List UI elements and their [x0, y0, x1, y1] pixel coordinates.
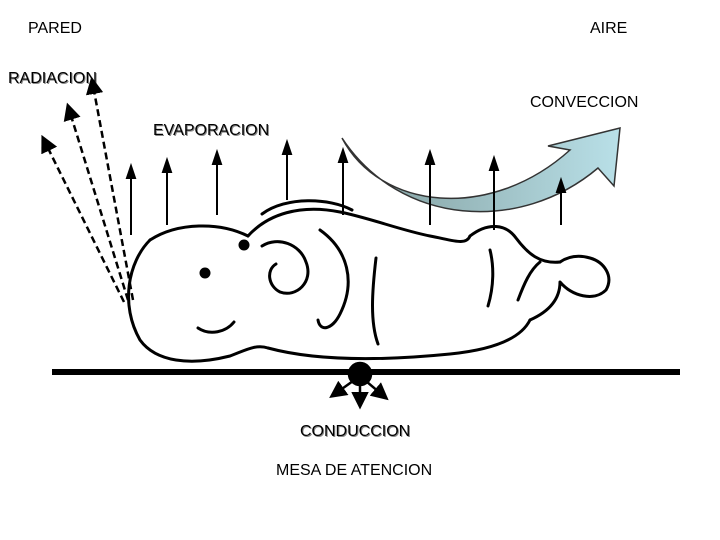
evap-arrow-6 [426, 152, 434, 225]
radiation-arrow-3 [43, 138, 124, 302]
radiation-arrows [43, 80, 133, 302]
baby-illustration [129, 201, 609, 361]
evaporation-arrows [127, 142, 565, 235]
evap-arrow-8 [557, 180, 565, 225]
radiation-arrow-2 [68, 106, 128, 300]
radiation-arrow-1 [92, 80, 133, 300]
evap-arrow-1 [127, 166, 135, 235]
evap-arrow-4 [283, 142, 291, 200]
evap-arrow-3 [213, 152, 221, 215]
conduction-arrow-right [360, 376, 386, 398]
conduction-arrow-left [332, 376, 360, 396]
convection-arrow [342, 128, 620, 212]
evap-arrow-2 [163, 160, 171, 225]
